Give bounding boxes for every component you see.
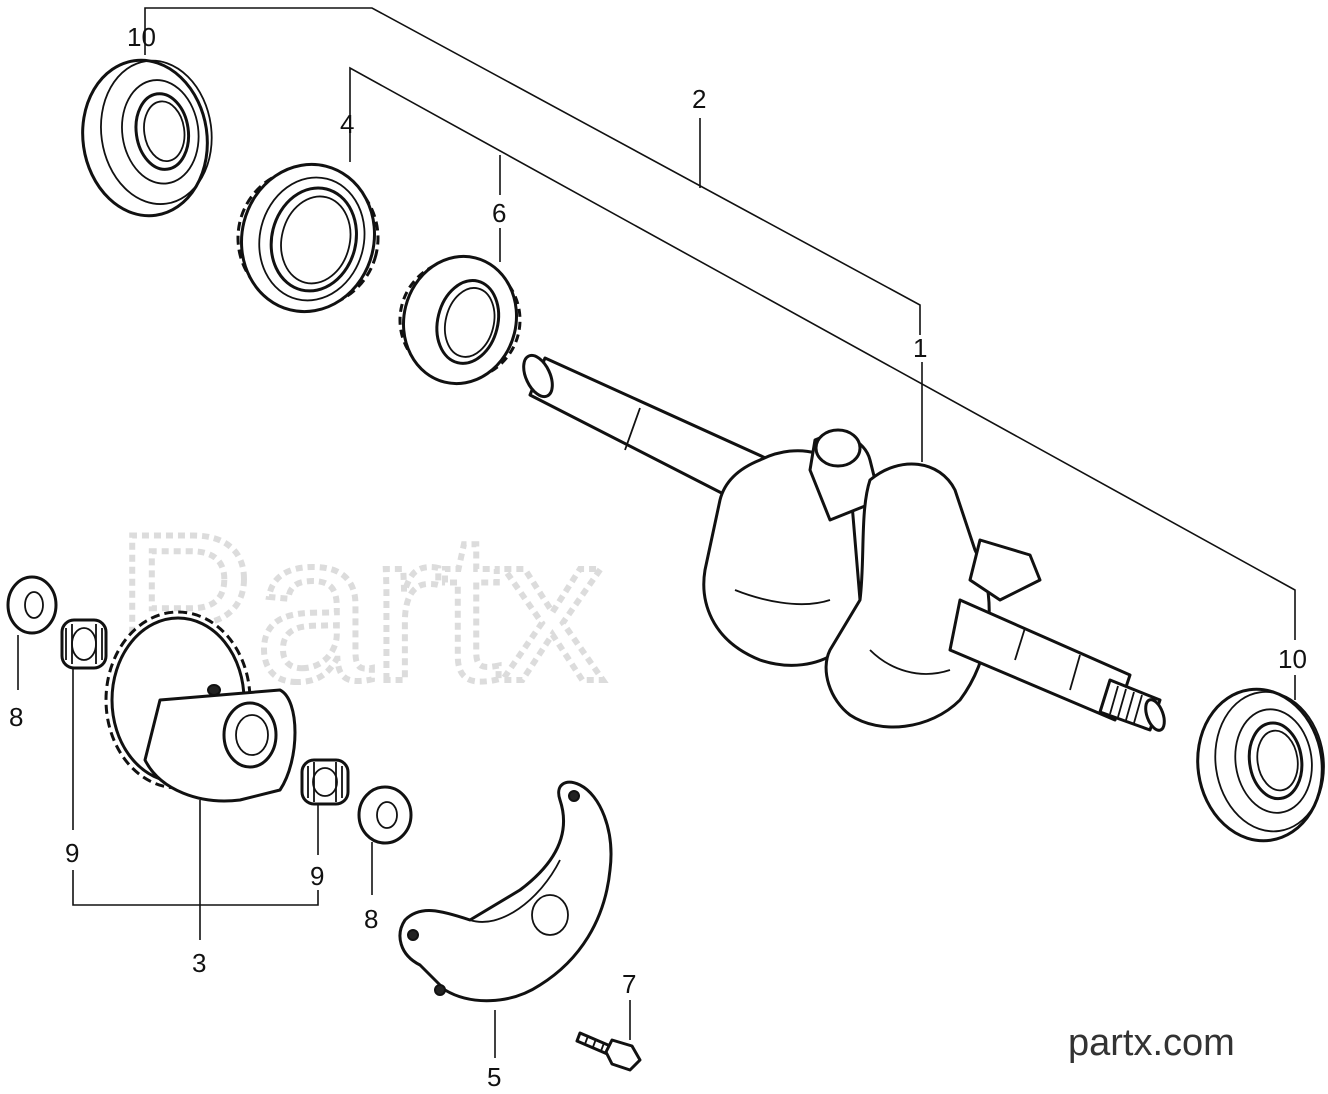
callout-4: 4 [340,109,354,139]
oil-slinger-5 [398,780,613,1003]
bolt-7 [575,1031,642,1072]
callout-10-right: 10 [1278,644,1307,674]
callout-labels: 10 2 4 6 1 10 8 9 3 9 8 7 5 [9,22,1307,1092]
washer-8-right [357,785,413,845]
callout-6: 6 [492,198,506,228]
callout-8-right: 8 [364,904,378,934]
callout-10-top: 10 [127,22,156,52]
gear-6 [398,254,522,386]
balancer-3 [104,610,297,803]
needle-bearing-9-left [60,618,108,670]
brand-text: partx.com [1068,1022,1235,1064]
leader-lines [17,7,1296,1058]
crankshaft-1 [522,353,1166,732]
washer-8-left [6,575,58,635]
callout-8-left: 8 [9,702,23,732]
needle-bearing-9-right [300,758,350,806]
callout-1: 1 [913,333,927,363]
callout-9-right: 9 [310,861,324,891]
callout-9-left: 9 [65,838,79,868]
callout-7: 7 [622,969,636,999]
callout-2: 2 [692,84,706,114]
bearing-10-top [81,58,213,218]
bearing-10-right [1196,687,1325,843]
gear-4 [236,162,380,314]
callout-5: 5 [487,1062,501,1092]
callout-3: 3 [192,948,206,978]
